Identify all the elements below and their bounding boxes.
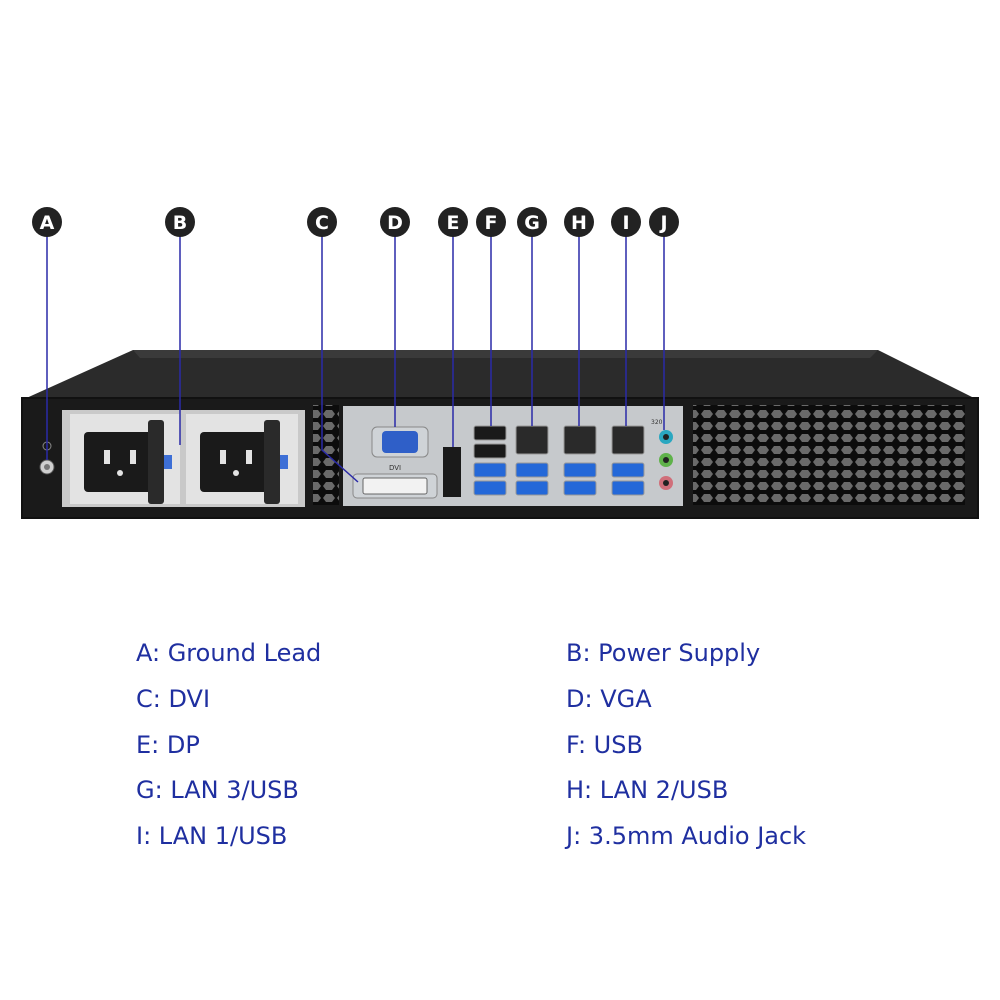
legend-item-d: D: VGA [566, 685, 652, 713]
marker-j: J [649, 207, 679, 237]
legend-item-j: J: 3.5mm Audio Jack [566, 822, 807, 850]
marker-a-letter: A [40, 212, 55, 234]
marker-i: I [611, 207, 641, 237]
power-socket-icon [200, 432, 272, 492]
vent-grille-icon [313, 405, 339, 505]
marker-b: B [165, 207, 195, 237]
marker-a: A [32, 207, 62, 237]
legend-item-i: I: LAN 1/USB [136, 822, 288, 850]
marker-g: G [517, 207, 547, 237]
legend-item-c: C: DVI [136, 685, 211, 713]
vga-port [371, 426, 429, 458]
marker-e: E [438, 207, 468, 237]
dvi-panel-label: DVI [389, 464, 401, 472]
power-supply-bay [62, 410, 305, 507]
legend-item-a: A: Ground Lead [136, 639, 322, 667]
legend-item-b: B: Power Supply [566, 639, 761, 667]
marker-d-letter: D [387, 212, 403, 234]
legend-item-g: G: LAN 3/USB [136, 776, 299, 804]
legend-item-f: F: USB [566, 731, 643, 759]
audio-panel-label: 320 [651, 419, 663, 426]
power-socket-icon [84, 432, 156, 492]
leader-c [321, 235, 359, 483]
dvi-port [352, 473, 438, 499]
legend-item-h: H: LAN 2/USB [566, 776, 729, 804]
marker-h: H [564, 207, 594, 237]
marker-g-letter: G [524, 212, 540, 234]
usb-port-icon [473, 425, 507, 496]
marker-i-letter: I [622, 212, 629, 234]
marker-d: D [380, 207, 410, 237]
marker-j-letter: J [658, 212, 667, 234]
lan-port-icon [515, 425, 645, 455]
marker-b-letter: B [173, 212, 187, 234]
vent-grille-icon [693, 405, 965, 505]
marker-h-letter: H [571, 212, 587, 234]
callout-markers: A B C D E F G H I J [32, 207, 679, 237]
marker-c: C [307, 207, 337, 237]
marker-e-letter: E [447, 212, 460, 234]
io-panel: DVI 320 [343, 406, 683, 506]
marker-f: F [476, 207, 506, 237]
leader-lines [46, 235, 665, 483]
legend-item-e: E: DP [136, 731, 200, 759]
usb-port-icon [515, 462, 645, 496]
audio-jack-icon [659, 430, 673, 490]
marker-c-letter: C [315, 212, 329, 234]
marker-f-letter: F [485, 212, 498, 234]
displayport [443, 447, 461, 497]
